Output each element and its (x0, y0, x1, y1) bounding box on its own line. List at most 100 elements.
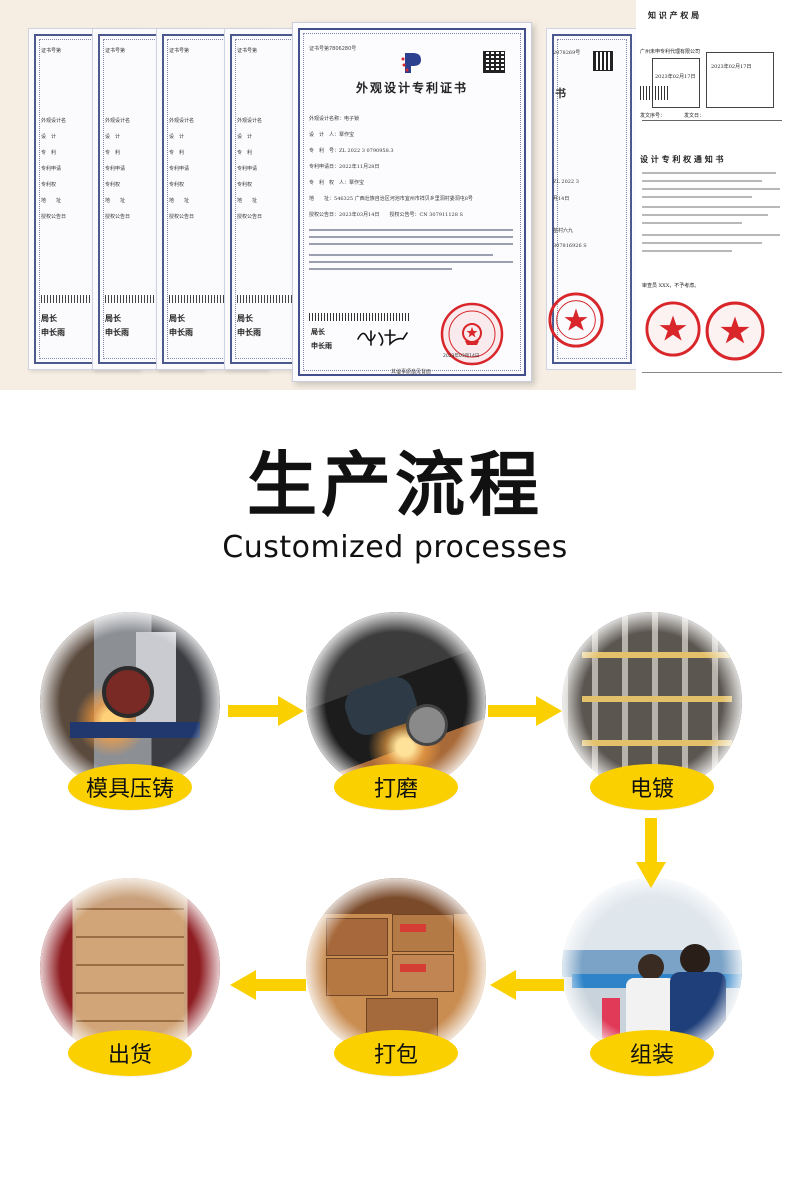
cert-line: 专 利 (41, 150, 57, 156)
process-step-pack: 打包 (306, 878, 486, 1076)
cert-line: 月14日 (553, 196, 570, 202)
qr-code (483, 51, 505, 73)
cert-line: 设 计 (41, 134, 57, 140)
patent-notice-document: 知 识 产 权 局 广州未申专利代理有限公司 2023年02月17日 2023年… (636, 0, 790, 390)
cert-line: 授权公告日 (169, 214, 195, 220)
barcode (640, 86, 670, 100)
text-line (642, 214, 768, 216)
cert-line: 专利权 (41, 182, 57, 188)
certificate-number: 证书号第7806280号 (309, 46, 357, 52)
cert-line: 专 利 (169, 150, 185, 156)
cert-row: 外观设计名称：电子锁 (309, 116, 360, 122)
arrow-down-icon (636, 818, 666, 888)
signer-role: 局长 (237, 314, 253, 323)
cert-line: 证书号第 (41, 48, 62, 54)
cert-line: 专利权 (105, 182, 121, 188)
notice-applicant: 广州未申专利代理有限公司 (640, 49, 701, 55)
cert-row: 设 计 人：覃作宝 (309, 132, 355, 138)
cert-line: 专利权 (169, 182, 185, 188)
certificate-title: 外观设计专利证书 (355, 81, 468, 95)
cert-line: 外观设计名 (169, 118, 195, 124)
process-step-mold: 模具压铸 (40, 612, 220, 810)
certificate-body-text (309, 229, 513, 270)
cert-line: 2078269号 (553, 50, 581, 56)
cert-line: 地 址 (237, 198, 258, 204)
certificate-note: 其他事项参见背面 (390, 369, 431, 375)
notice-line: 发文日： (684, 113, 705, 119)
text-line (642, 206, 780, 208)
shipping-photo (40, 878, 220, 1058)
barcode (169, 295, 229, 303)
divider (642, 372, 782, 373)
text-line (642, 242, 762, 244)
text-line (642, 172, 776, 174)
cert-title-fragment: 书 (555, 87, 566, 100)
text-line (642, 196, 752, 198)
cert-line: 授权公告日 (41, 214, 67, 220)
packing-photo (306, 878, 486, 1058)
step-label: 组装 (590, 1030, 714, 1076)
text-line (642, 180, 762, 182)
electroplating-photo (562, 612, 742, 792)
process-step-ship: 出货 (40, 878, 220, 1076)
notice-stamp-box: 2023年02月17日 (706, 52, 774, 108)
main-patent-certificate: 证书号第7806280号 外观设计专利证书 外观设计名称：电子锁 设 计 人：覃… (292, 22, 532, 382)
text-line (642, 234, 780, 236)
cert-line: 设 计 (169, 134, 185, 140)
signer-name: 申长雨 (105, 328, 129, 337)
cert-line: ZL 2022 3 (553, 179, 579, 185)
barcode (41, 295, 101, 303)
cert-line: 外观设计名 (105, 118, 131, 124)
signer-name: 申长雨 (41, 328, 65, 337)
cert-line: 专 利 (237, 150, 253, 156)
notice-stamp-box: 2023年02月17日 (652, 58, 700, 108)
official-seal-icon (440, 302, 504, 366)
cert-line: 专利申请 (41, 166, 62, 172)
red-seal-icon (645, 301, 701, 357)
cert-line: 地 址 (105, 198, 126, 204)
cert-line: 专 利 (105, 150, 121, 156)
cert-line: 专利申请 (105, 166, 126, 172)
step-label: 模具压铸 (68, 764, 192, 810)
cert-row: 地 址：546325 广西壮族自治区河池市宜州市祥贝乡里洞村委洞屯8号 (309, 196, 473, 202)
signer-name: 申长雨 (311, 342, 332, 350)
certificate-card-right: 书 2078269号 ZL 2022 3 月14日 苗村六九 307816926… (546, 28, 638, 370)
cert-row: 专 利 权 人：覃作宝 (309, 180, 365, 186)
red-seal-icon (705, 301, 765, 361)
notice-header: 知 识 产 权 局 (648, 10, 700, 20)
signer-name: 申长雨 (237, 328, 261, 337)
certificate-strip: 证书号第 外观设计名 设 计 专 利 专利申请 专利权 地 址 授权公告日 局长… (0, 0, 790, 390)
cert-line: 307816926 S (553, 243, 587, 249)
assembly-photo (562, 878, 742, 1058)
cert-line: 设 计 (237, 134, 253, 140)
cert-row: 专利申请日：2022年11月28日 (309, 164, 380, 170)
barcode (237, 295, 297, 303)
signer-name: 申长雨 (169, 328, 193, 337)
barcode (105, 295, 165, 303)
notice-date: 2023年02月17日 (655, 74, 696, 80)
signer-role: 局长 (105, 314, 121, 323)
cert-line: 专利权 (237, 182, 253, 188)
cert-line: 证书号第 (237, 48, 258, 54)
arrow-left-icon (490, 970, 564, 1000)
cert-line: 授权公告日 (237, 214, 263, 220)
cert-row: 专 利 号：ZL 2022 3 0790958.3 (309, 148, 394, 154)
cert-line: 专利申请 (237, 166, 258, 172)
divider (642, 120, 782, 121)
step-label: 出货 (68, 1030, 192, 1076)
notice-bottom-text: 审查员 XXX，不予考虑。 (642, 283, 700, 289)
process-step-polish: 打磨 (306, 612, 486, 810)
cert-line: 证书号第 (105, 48, 126, 54)
cert-line: 外观设计名 (41, 118, 67, 124)
arrow-left-icon (230, 970, 306, 1000)
step-label: 电镀 (590, 764, 714, 810)
section-subtitle: Customized processes (222, 530, 568, 565)
qr-code (593, 51, 613, 71)
barcode (309, 313, 409, 321)
cert-line: 授权公告日 (105, 214, 131, 220)
text-line (642, 188, 780, 190)
page-indicator: 第 1 页 (共 2 页) (396, 371, 428, 376)
process-step-assemble: 组装 (562, 878, 742, 1076)
cert-row: 授权公告日：2023年03月14日 授权公告号：CN 307911128 S (309, 212, 463, 218)
cert-line: 地 址 (41, 198, 62, 204)
